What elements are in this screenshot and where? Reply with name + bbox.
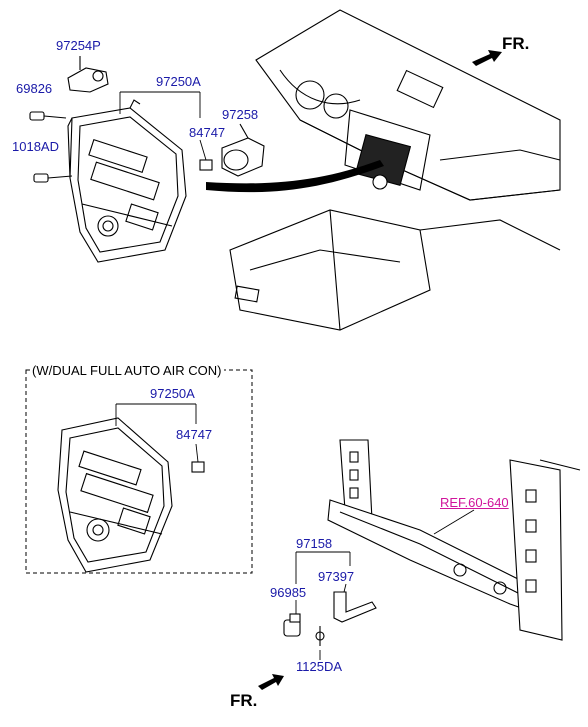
label-84747-top[interactable]: 84747 — [189, 125, 226, 140]
leader-lines-top — [119, 91, 207, 161]
climate-control-panel-variant — [57, 417, 173, 573]
dashboard-illustration — [229, 9, 561, 331]
bolt-1125DA — [315, 626, 325, 646]
screw-1018AD — [33, 173, 73, 183]
label-97397[interactable]: 97397 — [318, 569, 355, 584]
label-69826[interactable]: 69826 — [16, 81, 53, 96]
sensor-96985 — [283, 613, 301, 637]
fr-arrow-bottom — [258, 674, 284, 690]
climate-control-panel-top — [67, 99, 187, 263]
sensor-97254P — [67, 56, 109, 93]
variant-box-title: (W/DUAL FULL AUTO AIR CON) — [30, 363, 224, 378]
cowl-cross-member — [327, 439, 581, 641]
connector-84747-top — [199, 159, 213, 171]
bracket-97397 — [333, 591, 377, 623]
label-97254P[interactable]: 97254P — [56, 38, 101, 53]
label-ref-60-640[interactable]: REF.60-640 — [440, 495, 509, 510]
label-97158[interactable]: 97158 — [296, 536, 333, 551]
actuator-97258 — [221, 123, 265, 177]
label-96985[interactable]: 96985 — [270, 585, 307, 600]
location-arrow — [206, 160, 384, 193]
fr-label-top: FR. — [502, 34, 530, 53]
leader-lines-bottom — [295, 509, 475, 660]
label-97258[interactable]: 97258 — [222, 107, 259, 122]
label-84747-box[interactable]: 84747 — [176, 427, 213, 442]
label-1125DA[interactable]: 1125DA — [296, 659, 343, 674]
label-97250A-box[interactable]: 97250A — [150, 386, 195, 401]
label-1018AD[interactable]: 1018AD — [12, 139, 59, 154]
fr-label-bottom: FR. — [230, 691, 258, 710]
screw-69826 — [29, 111, 67, 121]
label-97250A-top[interactable]: 97250A — [156, 74, 201, 89]
fr-arrow-top — [472, 50, 502, 66]
connector-84747-box — [191, 461, 205, 473]
leader-lines-box — [115, 403, 199, 463]
